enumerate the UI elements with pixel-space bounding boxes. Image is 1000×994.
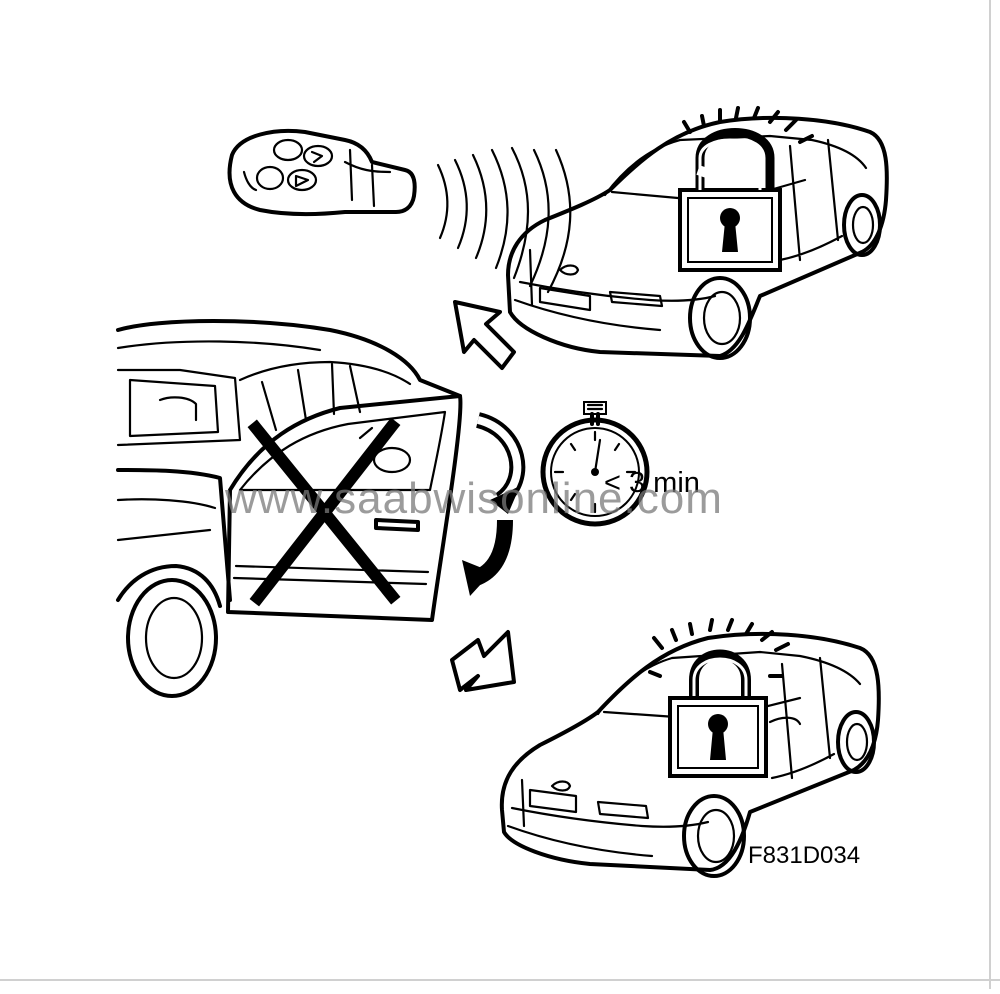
alert-rays-top <box>682 106 814 144</box>
arrow-down-left <box>453 300 516 370</box>
prohibited-x-mark <box>247 417 401 607</box>
watermark-text: www.saabwisonline.com <box>225 474 723 523</box>
unlocked-padlock-icon <box>678 128 782 272</box>
car-open-door <box>116 319 463 698</box>
figure-code: F831D034 <box>748 842 861 869</box>
door-cycle-arrows <box>462 412 526 596</box>
alert-rays-bottom <box>648 618 790 678</box>
arrow-down-right <box>450 630 516 692</box>
locked-padlock-icon <box>668 649 768 778</box>
key-fob-icon <box>227 128 417 216</box>
timer-label: < 3 min <box>604 467 700 499</box>
signal-waves <box>436 146 572 294</box>
stopwatch-icon <box>540 401 650 527</box>
